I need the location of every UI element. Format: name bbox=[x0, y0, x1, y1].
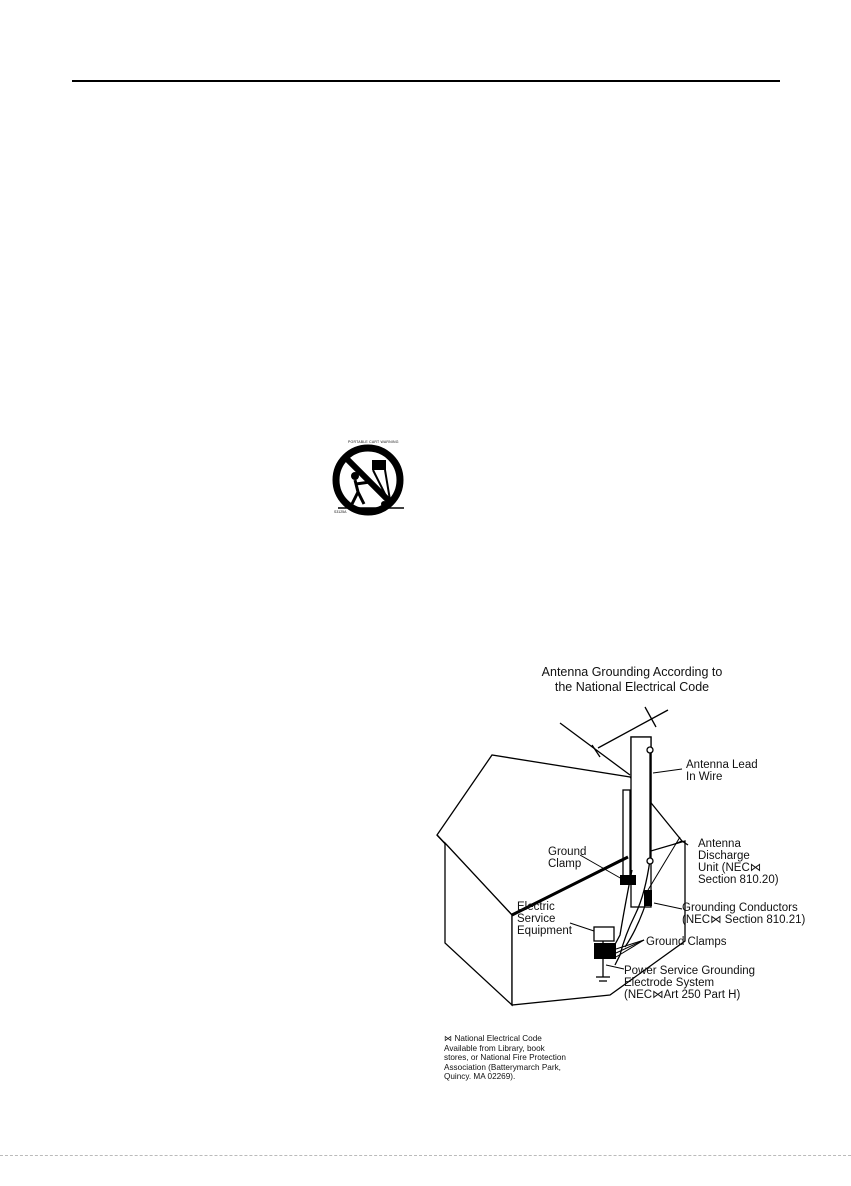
portable-cart-warning-icon bbox=[328, 438, 408, 518]
header-rule bbox=[72, 80, 780, 82]
label-antenna-lead: Antenna Lead In Wire bbox=[686, 759, 758, 783]
diagram-title: Antenna Grounding According to the Natio… bbox=[541, 665, 723, 694]
label-antenna-discharge-unit: Antenna Discharge Unit (NEC⋈ Section 810… bbox=[698, 838, 779, 886]
house-illustration bbox=[436, 706, 689, 1007]
antenna-grounding-diagram: Antenna Grounding According to the Natio… bbox=[420, 665, 810, 1095]
label-electric-service-equipment: Electric Service Equipment bbox=[517, 901, 572, 937]
label-power-service-grounding: Power Service Grounding Electrode System… bbox=[624, 965, 756, 1001]
cart-caption-top: PORTABLE CART WARNING bbox=[348, 440, 399, 444]
label-grounding-conductors: Grounding Conductors (NEC⋈ Section 810.2… bbox=[682, 902, 806, 926]
label-ground-clamps: Ground Clamps bbox=[646, 936, 727, 948]
footer-rule bbox=[0, 1155, 851, 1156]
nec-footnote: ⋈ National Electrical Code Available fro… bbox=[444, 1034, 566, 1081]
cart-caption-bottom: S3125A bbox=[334, 510, 347, 514]
label-ground-clamp: Ground Clamp bbox=[548, 846, 587, 870]
